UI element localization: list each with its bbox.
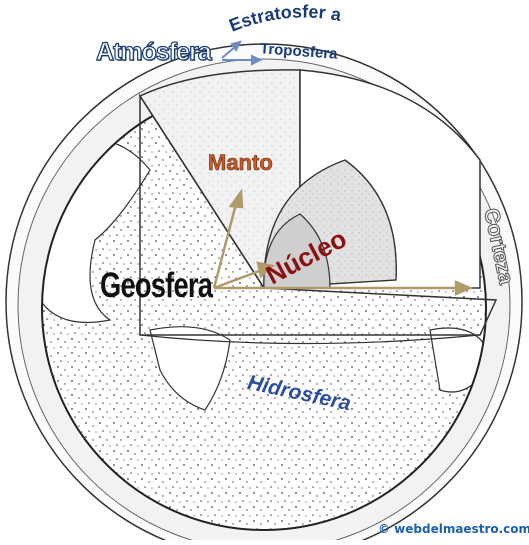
credit-watermark: © webdelmaestro.com bbox=[378, 523, 529, 535]
label-manto: Manto bbox=[208, 152, 273, 174]
label-atmosfera: Atmósfera bbox=[96, 40, 211, 65]
label-geosfera: Geosfera bbox=[100, 268, 212, 303]
label-estratosfera: Estratosfer a bbox=[226, 1, 343, 35]
